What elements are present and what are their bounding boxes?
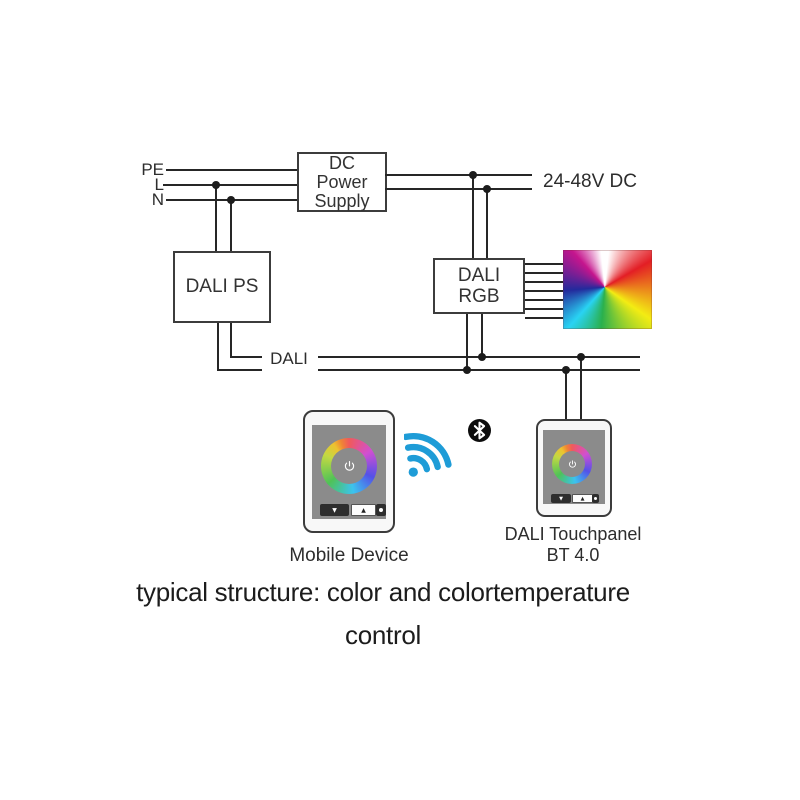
dc-power-supply-label: DC: [328, 152, 355, 173]
junction-dot: [227, 196, 235, 204]
rgb-color-gamut: [563, 250, 652, 329]
wire: [163, 184, 297, 186]
dali-touchpanel: ▼ ▲: [536, 419, 612, 517]
wire: [486, 188, 488, 258]
wire: [466, 314, 468, 371]
wire: [230, 199, 232, 251]
wire: [565, 369, 567, 419]
terminal-n-label: N: [151, 190, 164, 209]
junction-dot: [469, 171, 477, 179]
wire: [525, 317, 564, 319]
terminal-l-label: L: [154, 175, 164, 194]
wire: [166, 169, 297, 171]
terminal-pe-label: PE: [141, 160, 164, 179]
wireless-signal-icon: [404, 433, 452, 477]
wire: [481, 314, 483, 358]
dc-output-label: 24-48V DC: [543, 171, 637, 192]
wire: [525, 263, 564, 265]
color-wheel-icon: [321, 438, 377, 494]
color-wheel-icon: [552, 444, 592, 484]
power-icon: [344, 460, 354, 471]
bluetooth-icon: [468, 419, 491, 442]
dali-bus-label: DALI: [270, 349, 308, 368]
lamp-button: [376, 504, 386, 516]
dali-rgb-label: DALI: [457, 265, 501, 286]
dali-rgb-box: DALI RGB: [433, 258, 525, 314]
touchpanel-label: DALI Touchpanel BT 4.0: [504, 524, 642, 565]
touchpanel-screen: ▼ ▲: [543, 430, 605, 504]
mobile-device: ▼ ▲: [303, 410, 395, 533]
wire: [525, 299, 564, 301]
bulb-icon: [594, 497, 597, 500]
wire: [230, 356, 262, 358]
dim-down-button: ▼: [320, 504, 349, 516]
junction-dot: [463, 366, 471, 374]
bulb-icon: [379, 508, 383, 512]
wire: [525, 281, 564, 283]
mobile-device-screen: ▼ ▲: [312, 425, 386, 519]
junction-dot: [577, 353, 585, 361]
wire: [385, 188, 532, 190]
dali-ps-label: DALI PS: [185, 276, 259, 297]
caption-line-1: typical structure: color and colortemper…: [136, 577, 630, 607]
wire: [230, 323, 232, 358]
power-icon: [568, 459, 576, 468]
mobile-device-label: Mobile Device: [289, 545, 409, 566]
wire: [217, 369, 262, 371]
wire: [525, 290, 564, 292]
dim-up-button: ▲: [572, 494, 593, 503]
dim-down-button: ▼: [551, 494, 571, 503]
junction-dot: [562, 366, 570, 374]
wire: [217, 323, 219, 371]
dim-up-button: ▲: [351, 504, 376, 516]
wire: [385, 174, 532, 176]
dali-ps-box: DALI PS: [173, 251, 271, 323]
wire: [525, 308, 564, 310]
lamp-button: [592, 494, 599, 503]
junction-dot: [483, 185, 491, 193]
dali-bus-line: [318, 369, 640, 371]
dc-power-supply-box: DC Power Supply: [297, 152, 387, 212]
wire: [215, 184, 217, 251]
wire: [525, 272, 564, 274]
caption-line-2: control: [345, 620, 421, 650]
wire: [472, 174, 474, 258]
wire: [580, 356, 582, 419]
junction-dot: [212, 181, 220, 189]
junction-dot: [478, 353, 486, 361]
